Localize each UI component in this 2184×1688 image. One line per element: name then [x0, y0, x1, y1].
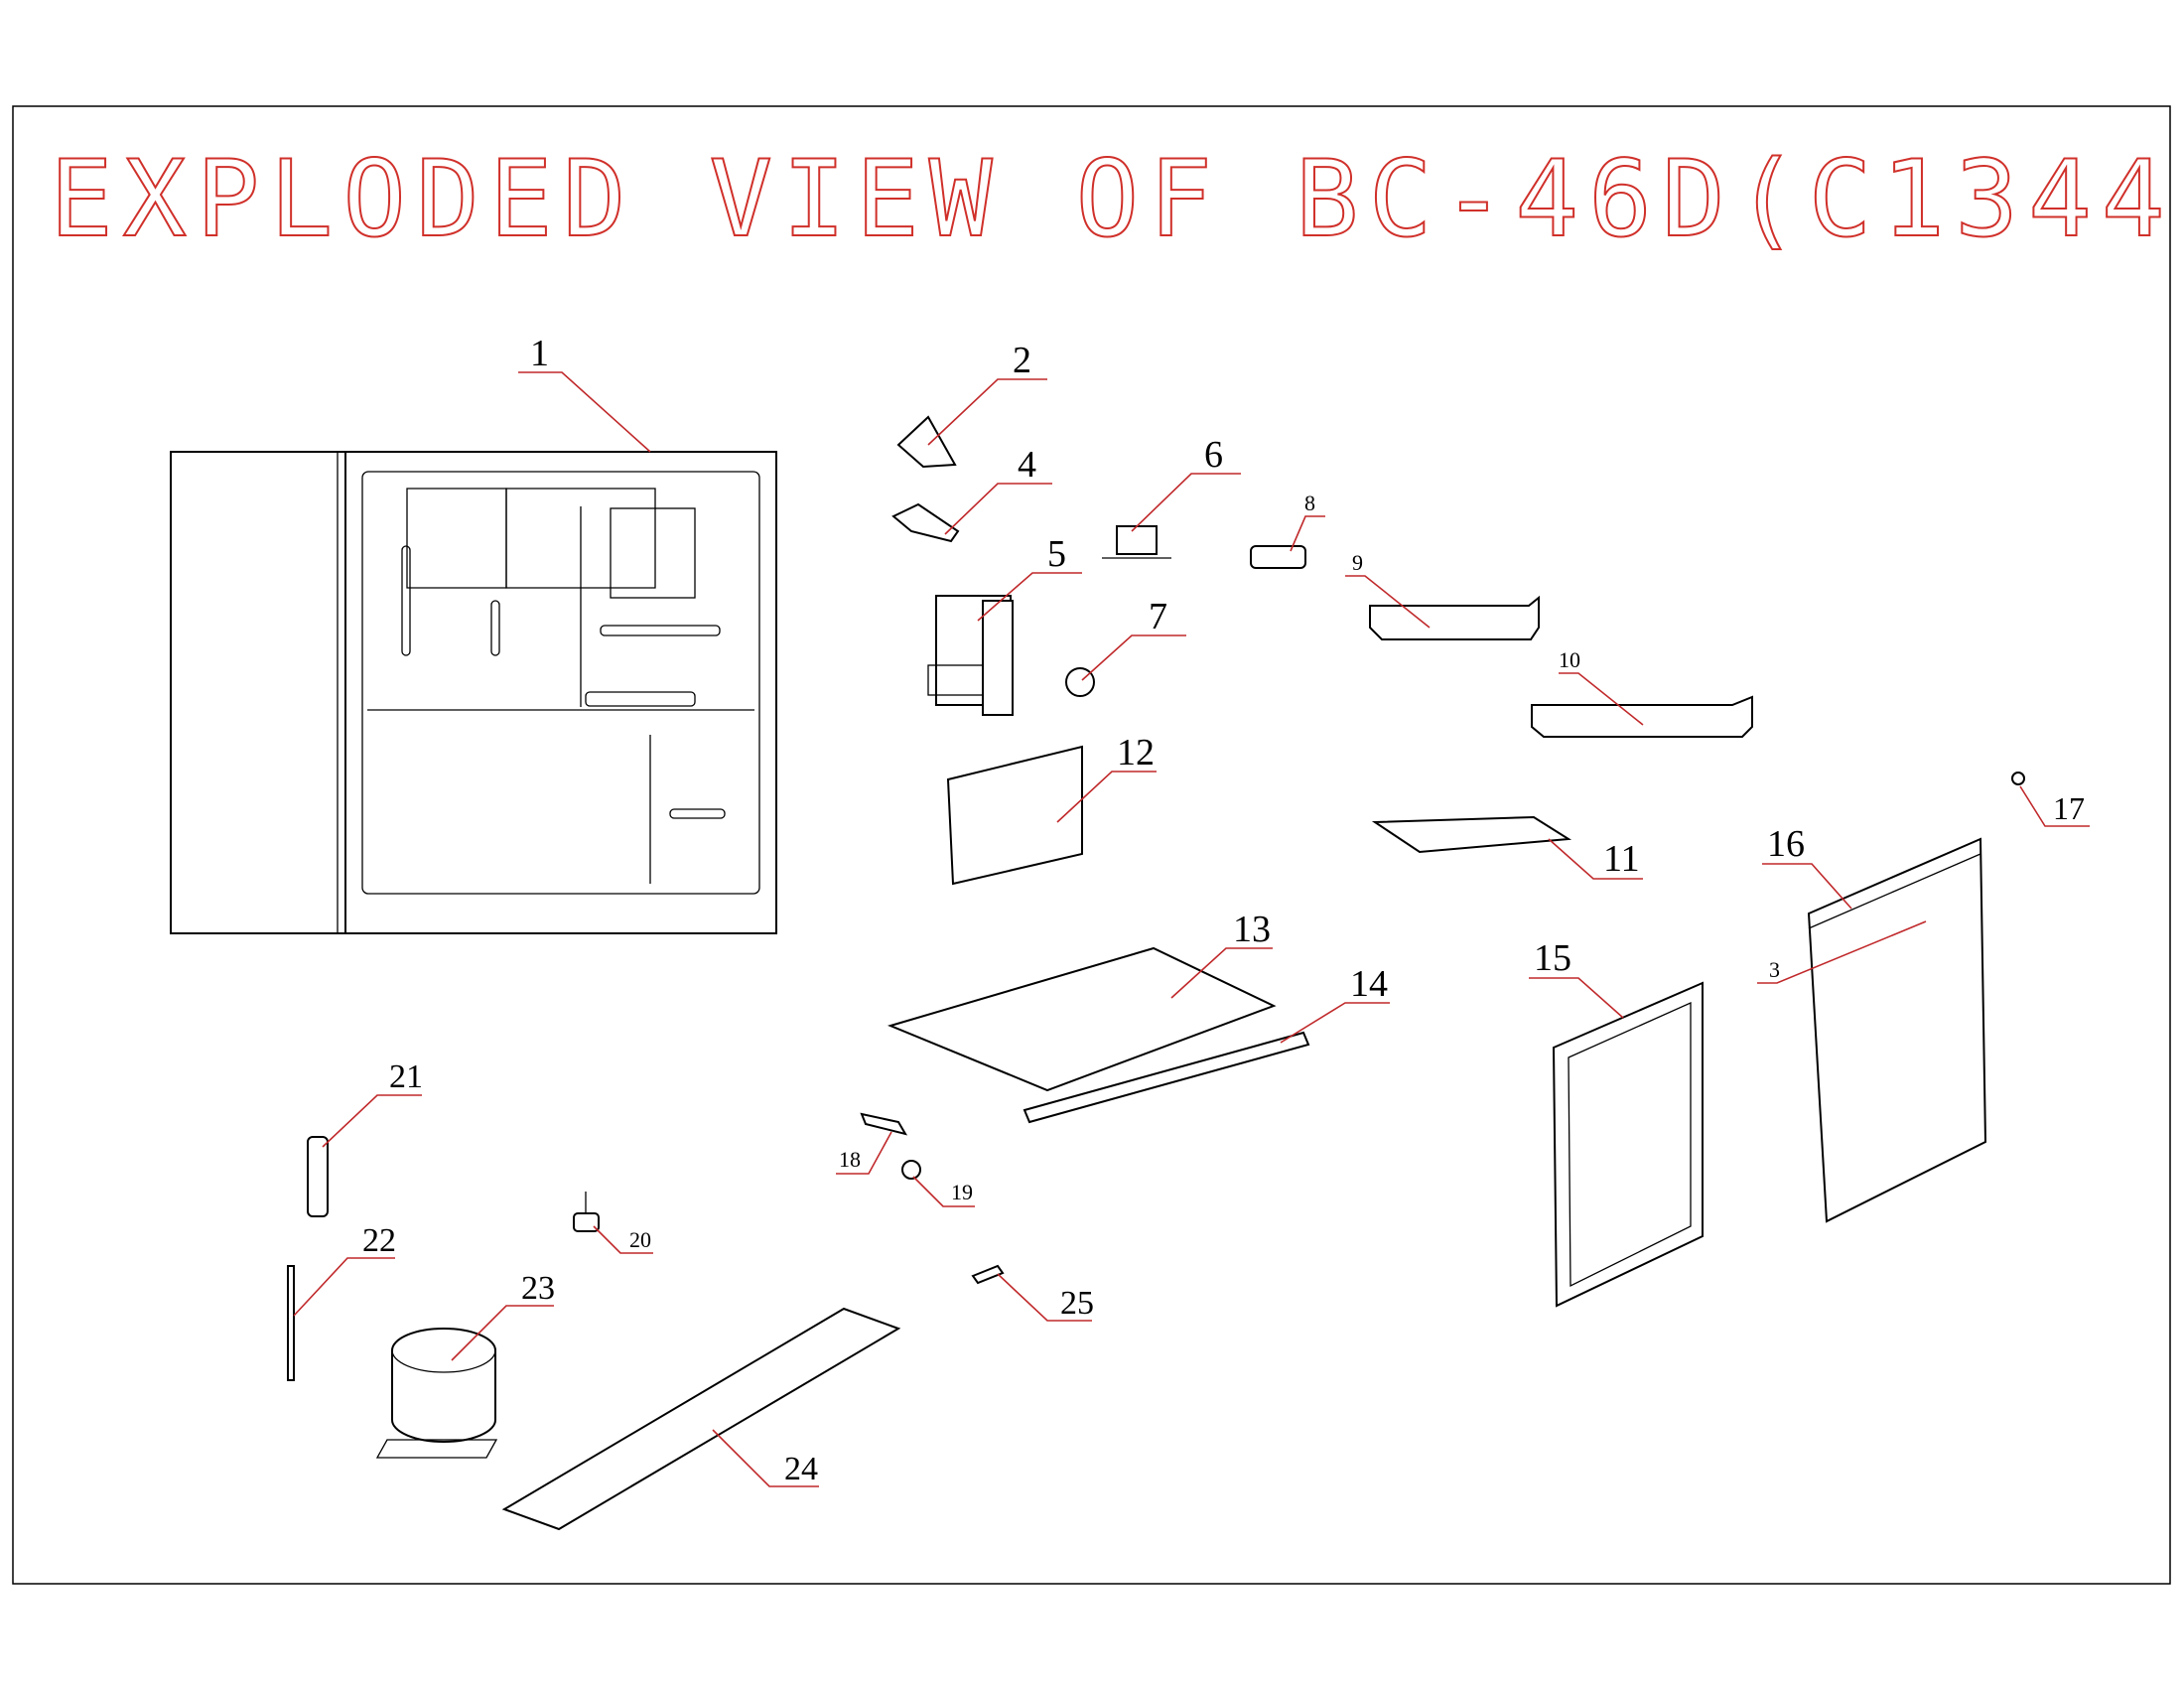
drawing-frame	[12, 105, 2171, 1585]
leader-line-19	[912, 1176, 975, 1207]
leader-line-24	[712, 1429, 819, 1487]
part-23-compressor-illustration	[375, 1328, 498, 1459]
part-21-illustration	[307, 1136, 329, 1217]
part-number-2: 2	[1013, 340, 1031, 381]
leader-line-17	[2019, 785, 2090, 827]
part-number-10: 10	[1559, 647, 1580, 672]
leader-line-8	[1290, 515, 1325, 552]
part-20-foot-illustration	[573, 1192, 600, 1232]
leader-line-3	[1757, 920, 1927, 984]
leader-line-10	[1559, 672, 1644, 726]
leader-line-14	[1280, 1002, 1390, 1044]
part-6-thermostat-illustration	[1102, 525, 1171, 559]
part-22-illustration	[287, 1265, 295, 1381]
leader-line-4	[944, 483, 1052, 535]
part-15-gasket-illustration	[1552, 981, 1704, 1308]
leader-line-1	[518, 371, 651, 453]
part-number-25: 25	[1060, 1285, 1094, 1322]
leader-line-16	[1762, 863, 1852, 910]
part-number-9: 9	[1352, 550, 1363, 575]
part-number-1: 1	[530, 333, 549, 374]
part-number-21: 21	[389, 1058, 423, 1095]
part-24-base-rail-illustration	[501, 1307, 901, 1531]
part-25-illustration	[971, 1264, 1005, 1285]
leader-line-21	[322, 1094, 422, 1148]
part-14-strip-illustration	[1023, 1031, 1310, 1124]
leader-line-2	[927, 378, 1047, 446]
part-10-rack-illustration	[1531, 695, 1753, 738]
part-number-12: 12	[1117, 732, 1155, 774]
drawing-title: EXPLODED VIEW OF BC-46D(C1344)	[50, 138, 2184, 260]
leader-line-7	[1081, 634, 1186, 681]
part-number-22: 22	[362, 1222, 396, 1259]
part-number-7: 7	[1149, 596, 1167, 637]
part-5-control-box-illustration	[927, 595, 1014, 716]
cabinet-illustration	[170, 451, 777, 934]
leader-line-20	[593, 1225, 653, 1254]
leader-line-23	[451, 1305, 554, 1361]
part-number-24: 24	[784, 1451, 818, 1487]
part-19-illustration	[901, 1160, 921, 1180]
part-number-11: 11	[1603, 838, 1640, 880]
part-number-14: 14	[1350, 963, 1388, 1005]
leader-line-9	[1345, 575, 1431, 629]
part-number-6: 6	[1204, 434, 1223, 476]
part-8-illustration	[1250, 545, 1306, 569]
leader-line-13	[1170, 947, 1273, 999]
leader-line-6	[1131, 473, 1241, 532]
leader-line-5	[977, 572, 1082, 622]
part-4-hinge-illustration	[891, 502, 960, 543]
part-number-16: 16	[1767, 823, 1805, 865]
part-number-13: 13	[1233, 909, 1271, 950]
part-number-15: 15	[1534, 937, 1571, 979]
part-number-17: 17	[2053, 790, 2085, 826]
part-17-screw-illustration	[2011, 772, 2025, 785]
leader-line-12	[1056, 771, 1157, 823]
leader-line-11	[1548, 838, 1643, 880]
part-16-door-illustration	[1807, 837, 1987, 1223]
part-number-23: 23	[521, 1270, 555, 1307]
part-number-4: 4	[1018, 444, 1036, 486]
part-2-illustration	[896, 415, 957, 469]
part-number-8: 8	[1304, 491, 1315, 515]
leader-line-15	[1529, 977, 1624, 1019]
part-number-5: 5	[1047, 533, 1066, 575]
part-number-18: 18	[839, 1147, 861, 1172]
part-9-rack-illustration	[1369, 595, 1540, 640]
part-12-freezer-door-illustration	[946, 745, 1083, 886]
part-number-19: 19	[951, 1180, 973, 1204]
part-number-20: 20	[629, 1227, 651, 1252]
leader-line-22	[293, 1257, 395, 1317]
part-11-tray-illustration	[1371, 815, 1572, 854]
part-number-3: 3	[1769, 957, 1780, 982]
part-18-hinge-illustration	[860, 1112, 908, 1136]
leader-line-18	[836, 1131, 892, 1175]
part-13-glass-shelf-illustration	[887, 946, 1277, 1092]
leader-line-25	[997, 1273, 1092, 1322]
